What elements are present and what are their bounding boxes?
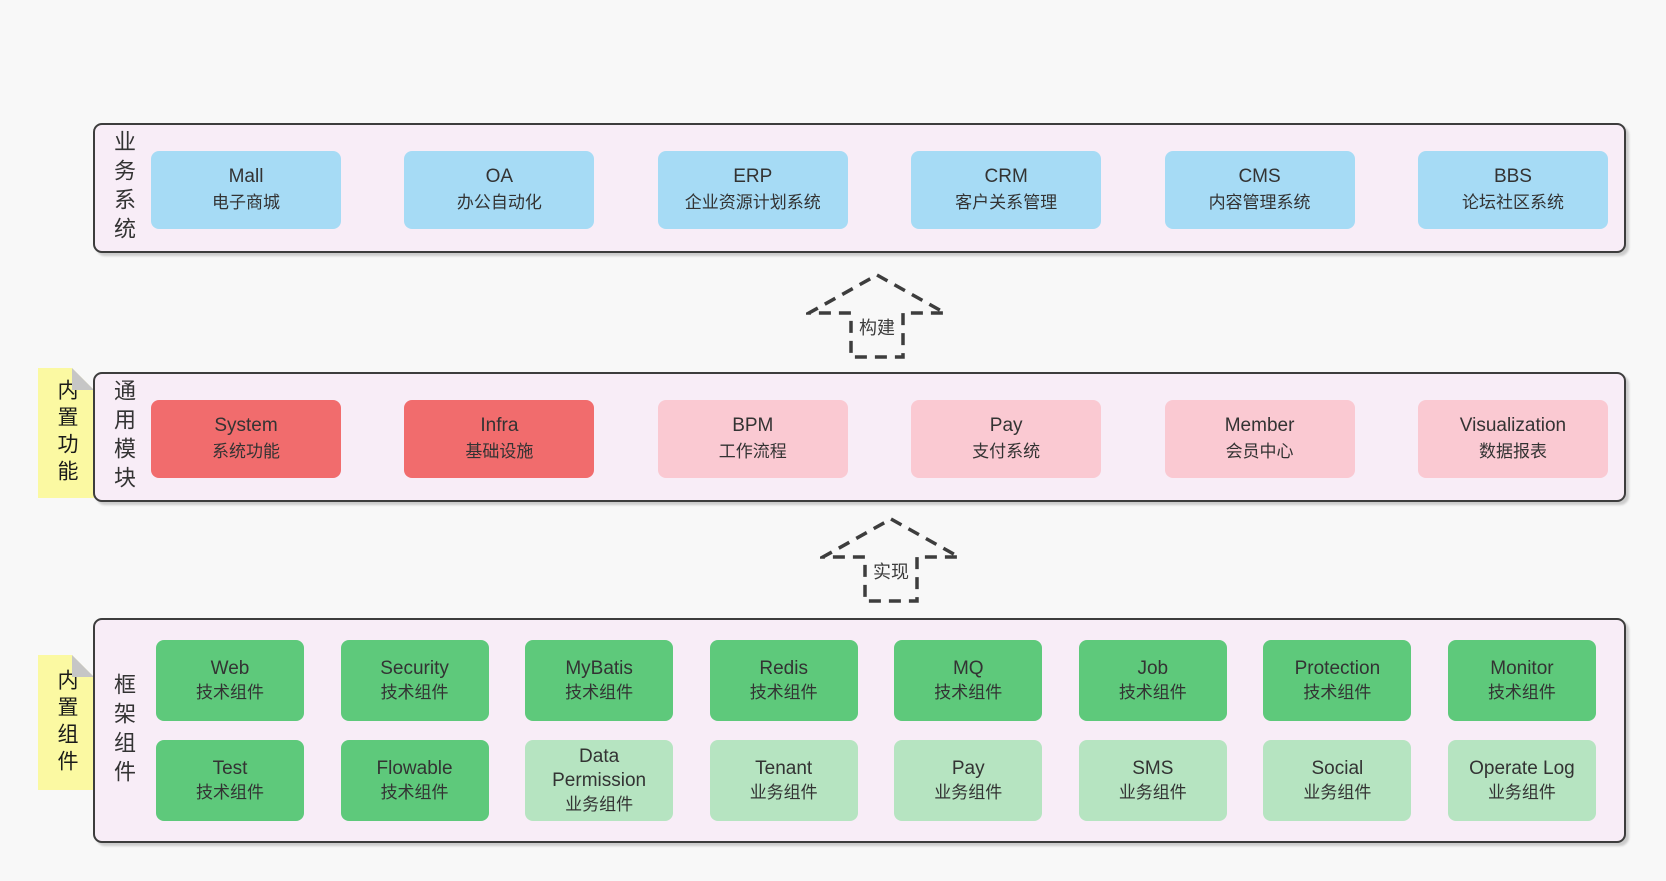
band-framework-components: 框架组件 Web 技术组件 Security 技术组件 MyBatis 技术组件… [93,618,1626,843]
sticky-note-builtin-features: 内置功能 [38,368,94,498]
sticky-fold-icon [72,655,94,677]
box-mall: Mall 电子商城 [151,151,341,229]
box-mybatis: MyBatis 技术组件 [525,640,674,721]
box-crm: CRM 客户关系管理 [911,151,1102,229]
box-bbs: BBS 论坛社区系统 [1417,151,1608,229]
box-pay-biz: Pay 业务组件 [894,740,1043,821]
box-job: Job 技术组件 [1078,640,1227,721]
band-common-modules: 通用模块 System 系统功能 Infra 基础设施 BPM 工作流程 Pay… [93,372,1626,502]
box-cms: CMS 内容管理系统 [1164,151,1355,229]
box-erp: ERP 企业资源计划系统 [657,151,848,229]
box-redis: Redis 技术组件 [709,640,858,721]
box-bpm: BPM 工作流程 [657,400,848,478]
box-visualization: Visualization 数据报表 [1417,400,1608,478]
box-tenant: Tenant 业务组件 [709,740,858,821]
components-row-2: Test 技术组件 Flowable 技术组件 Data Permission … [156,740,1596,821]
components-row-1: Web 技术组件 Security 技术组件 MyBatis 技术组件 Redi… [156,640,1596,721]
band-modules-label: 通用模块 [111,379,136,495]
arrow-build-label: 构建 [856,314,898,340]
box-mq: MQ 技术组件 [894,640,1043,721]
components-grid: Web 技术组件 Security 技术组件 MyBatis 技术组件 Redi… [156,640,1596,821]
modules-box-row: System 系统功能 Infra 基础设施 BPM 工作流程 Pay 支付系统… [151,400,1608,478]
box-operate-log: Operate Log 业务组件 [1447,740,1596,821]
box-flowable: Flowable 技术组件 [340,740,489,821]
box-pay: Pay 支付系统 [911,400,1102,478]
box-system: System 系统功能 [151,400,341,478]
box-infra: Infra 基础设施 [404,400,595,478]
business-box-row: Mall 电子商城 OA 办公自动化 ERP 企业资源计划系统 CRM 客户关系… [151,151,1608,229]
sticky-note-builtin-components: 内置组件 [38,655,94,790]
box-data-permission: Data Permission 业务组件 [525,740,674,821]
box-oa: OA 办公自动化 [404,151,595,229]
band-business-label: 业务系统 [111,130,136,246]
box-security: Security 技术组件 [340,640,489,721]
band-business-systems: 业务系统 Mall 电子商城 OA 办公自动化 ERP 企业资源计划系统 CRM… [93,123,1626,253]
box-social: Social 业务组件 [1263,740,1412,821]
box-sms: SMS 业务组件 [1078,740,1227,821]
band-components-label: 框架组件 [111,672,136,789]
box-web: Web 技术组件 [156,640,304,721]
arrow-implement-icon: 实现 [820,516,962,604]
box-test: Test 技术组件 [156,740,304,821]
sticky-fold-icon [72,368,94,390]
arrow-implement-label: 实现 [870,558,912,584]
box-protection: Protection 技术组件 [1263,640,1412,721]
box-monitor: Monitor 技术组件 [1447,640,1596,721]
box-member: Member 会员中心 [1164,400,1355,478]
arrow-build-icon: 构建 [806,272,948,360]
